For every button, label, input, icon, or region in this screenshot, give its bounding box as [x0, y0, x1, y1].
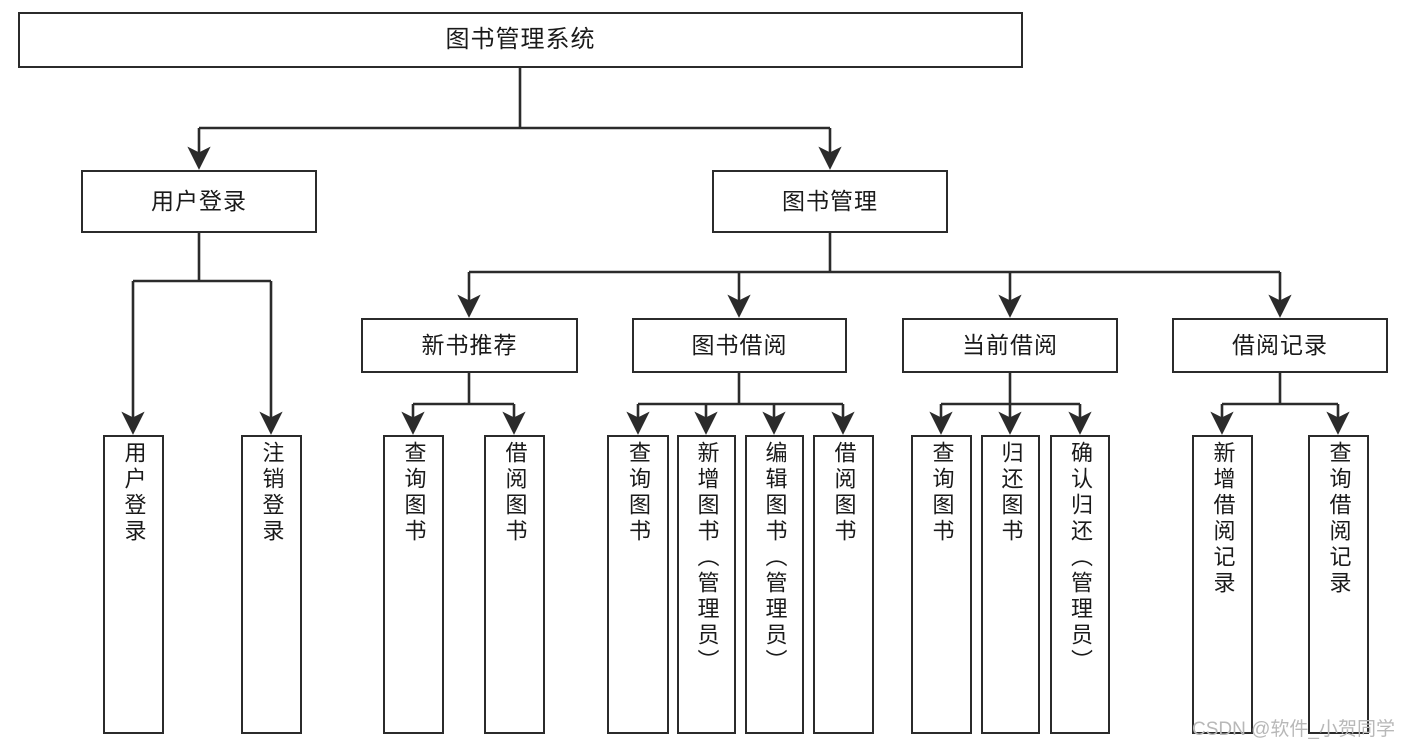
node-label: 新书推荐 — [421, 332, 518, 359]
leaf-user-login[interactable]: 用户登录 — [103, 435, 164, 734]
node-label: 新增借阅记录 — [1210, 441, 1236, 597]
leaf-borrow-books[interactable]: 借阅图书 — [813, 435, 874, 734]
leaf-confirm-return-admin[interactable]: 确认归还（管理员） — [1050, 435, 1110, 734]
leaf-query-books-borrow[interactable]: 查询图书 — [607, 435, 669, 734]
node-label: 注销登录 — [259, 441, 285, 545]
node-label: 新增图书（管理员） — [694, 441, 720, 675]
node-current-borrowing[interactable]: 当前借阅 — [902, 318, 1118, 373]
node-new-book-recommendation[interactable]: 新书推荐 — [361, 318, 578, 373]
node-label: 查询借阅记录 — [1326, 441, 1352, 597]
node-book-management[interactable]: 图书管理 — [712, 170, 948, 233]
leaf-query-books-new[interactable]: 查询图书 — [383, 435, 444, 734]
node-label: 用户登录 — [121, 441, 147, 545]
node-label: 图书借阅 — [691, 332, 788, 359]
leaf-query-borrow-record[interactable]: 查询借阅记录 — [1308, 435, 1369, 734]
node-label: 确认归还（管理员） — [1068, 441, 1093, 675]
leaf-add-borrow-record[interactable]: 新增借阅记录 — [1192, 435, 1253, 734]
node-label: 图书管理 — [782, 188, 878, 215]
leaf-return-books[interactable]: 归还图书 — [981, 435, 1040, 734]
node-user-login[interactable]: 用户登录 — [81, 170, 317, 233]
node-label: 用户登录 — [151, 188, 247, 215]
node-label: 当前借阅 — [962, 332, 1058, 359]
leaf-add-book-admin[interactable]: 新增图书（管理员） — [677, 435, 736, 734]
node-book-borrowing[interactable]: 图书借阅 — [632, 318, 847, 373]
leaf-query-books-current[interactable]: 查询图书 — [911, 435, 972, 734]
node-label: 编辑图书（管理员） — [762, 441, 788, 675]
node-label: 查询图书 — [929, 441, 955, 545]
node-borrowing-records[interactable]: 借阅记录 — [1172, 318, 1388, 373]
leaf-borrow-books-new[interactable]: 借阅图书 — [484, 435, 545, 734]
node-label: 借阅图书 — [831, 441, 857, 545]
watermark-text: CSDN @软件_小贺同学 — [1192, 719, 1395, 740]
leaf-edit-book-admin[interactable]: 编辑图书（管理员） — [745, 435, 804, 734]
leaf-logout[interactable]: 注销登录 — [241, 435, 302, 734]
node-label: 归还图书 — [998, 441, 1024, 545]
node-label: 查询图书 — [401, 441, 427, 545]
node-label: 查询图书 — [626, 441, 651, 545]
node-label: 借阅记录 — [1232, 332, 1328, 359]
node-root-library-management-system[interactable]: 图书管理系统 — [18, 12, 1023, 68]
node-label: 图书管理系统 — [445, 26, 596, 53]
node-label: 借阅图书 — [502, 441, 528, 545]
